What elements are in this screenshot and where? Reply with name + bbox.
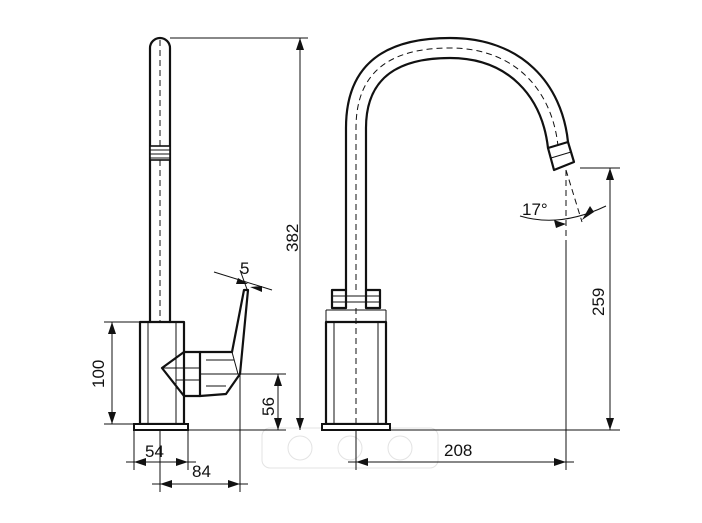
dimension-spout-angle: 17° (519, 169, 607, 240)
front-view (321, 36, 576, 431)
label-total-height: 382 (283, 224, 302, 252)
dimension-total-height: 382 (170, 37, 308, 430)
label-spout-height: 259 (589, 288, 608, 316)
dimension-spout-height: 259 (390, 167, 620, 431)
label-spout-angle: 17° (522, 200, 548, 219)
label-lever-reach: 84 (192, 462, 211, 481)
label-handle-thickness: 5 (240, 259, 249, 278)
dimension-handle-thickness: 5 (213, 259, 273, 293)
label-spout-reach: 208 (444, 441, 472, 460)
label-base-width: 54 (145, 442, 164, 461)
dimension-base-width: 54 (126, 430, 196, 470)
dimension-lever-reach: 84 (152, 374, 248, 492)
dimension-body-height: 100 (89, 321, 140, 425)
label-lever-height: 56 (259, 397, 278, 416)
label-body-height: 100 (89, 360, 108, 388)
dimension-spout-reach: 208 (348, 240, 574, 470)
side-view (133, 36, 250, 431)
dimension-lever-height: 56 (188, 373, 286, 431)
